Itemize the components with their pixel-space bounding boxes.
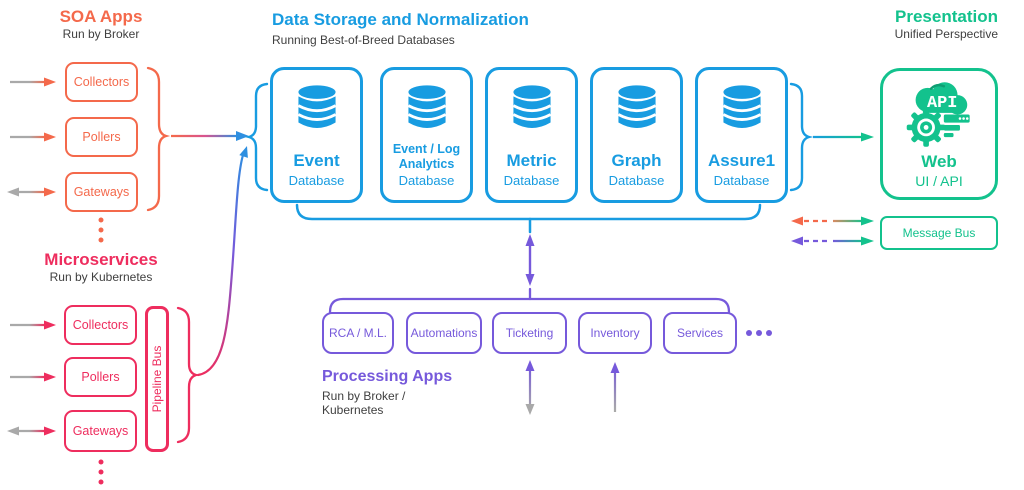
microservices-gateways-box: Gateways [64, 410, 137, 452]
metric-database-type: Database [503, 173, 560, 188]
inventory-arrow [610, 362, 620, 412]
ticketing-label: Ticketing [505, 325, 554, 340]
web-ui-api-box: API [880, 68, 998, 200]
rca-ml-box: RCA / M.L. [322, 312, 394, 354]
storage-title: Data Storage and Normalization [272, 10, 529, 29]
graph-database-name: Graph [611, 151, 662, 171]
assure1-database-box: Assure1 Database [695, 67, 788, 203]
storage-section-header: Data Storage and Normalization Running B… [272, 10, 529, 47]
microservices-collectors-label: Collectors [72, 318, 129, 332]
soa-title: SOA Apps [59, 7, 143, 26]
microservices-section-header: Microservices Run by Kubernetes [25, 250, 177, 284]
event-log-analytics-database-name: Event / Log Analytics [392, 142, 461, 171]
soa-pollers-box: Pollers [65, 117, 138, 157]
event-database-type: Database [288, 173, 345, 188]
storage-left-brace [244, 82, 269, 192]
microservices-title: Microservices [44, 250, 158, 269]
storage-subtitle: Running Best-of-Breed Databases [272, 32, 455, 47]
presentation-title: Presentation [895, 7, 998, 26]
services-box: Services [663, 312, 737, 354]
services-label: Services [676, 325, 723, 340]
microservices-ellipsis-icon [98, 459, 104, 485]
inventory-label: Inventory [590, 325, 640, 340]
soa-collectors-box: Collectors [65, 62, 138, 102]
soa-section-header: SOA Apps Run by Broker [40, 7, 162, 41]
microservices-subtitle: Run by Kubernetes [49, 269, 153, 284]
soa-ellipsis-icon [98, 217, 104, 243]
database-cylinder-icon [722, 85, 761, 128]
event-database-box: Event Database [270, 67, 363, 203]
metric-database-box: Metric Database [485, 67, 578, 203]
api-cloud-gear-icon: API [906, 82, 970, 147]
processing-ellipsis-icon [746, 330, 772, 336]
database-cylinder-icon [512, 85, 551, 128]
ticketing-arrow [525, 360, 535, 415]
database-cylinder-icon [407, 85, 446, 128]
microservices-inbound-arrows [7, 320, 56, 436]
event-database-name: Event [293, 151, 340, 171]
microservices-to-storage-arrow [196, 146, 248, 377]
assure1-database-type: Database [713, 173, 770, 188]
graph-database-type: Database [608, 173, 665, 188]
microservices-bracket [176, 306, 201, 444]
presentation-section-header: Presentation Unified Perspective [820, 7, 998, 41]
assure1-database-name: Assure1 [707, 151, 776, 171]
web-label: Web [921, 152, 957, 171]
automations-box: Automations [406, 312, 482, 354]
soa-collectors-label: Collectors [73, 75, 130, 89]
storage-right-brace [789, 82, 814, 192]
processing-top-bracket [328, 287, 731, 314]
soa-bracket [146, 66, 171, 212]
storage-processing-arrow [525, 234, 535, 286]
soa-to-storage-arrow [171, 131, 249, 141]
processing-title: Processing Apps [322, 368, 453, 385]
message-bus-box: Message Bus [880, 216, 998, 250]
soa-pollers-label: Pollers [82, 130, 121, 144]
automations-label: Automations [410, 325, 478, 340]
presentation-subtitle: Unified Perspective [894, 26, 998, 41]
pipeline-bus-label: Pipeline Bus [150, 345, 164, 413]
database-cylinder-icon [297, 85, 336, 128]
microservices-pollers-box: Pollers [64, 357, 137, 397]
storage-to-web-arrow [813, 132, 874, 142]
storage-bottom-bracket [295, 203, 762, 234]
soa-inbound-arrows [7, 77, 56, 197]
message-bus-arrows [791, 216, 874, 246]
soa-subtitle: Run by Broker [62, 26, 140, 41]
soa-gateways-box: Gateways [65, 172, 138, 212]
ticketing-box: Ticketing [492, 312, 567, 354]
microservices-pollers-label: Pollers [81, 370, 120, 384]
event-log-analytics-database-box: Event / Log Analytics Database [380, 67, 473, 203]
processing-subtitle-line2: Kubernetes [322, 402, 384, 417]
pipeline-bus-box: Pipeline Bus [145, 306, 169, 452]
graph-database-box: Graph Database [590, 67, 683, 203]
web-sublabel: UI / API [915, 173, 963, 189]
api-icon-text: API [927, 94, 958, 113]
processing-subtitle-line1: Run by Broker / [322, 388, 406, 403]
message-bus-label: Message Bus [902, 226, 976, 240]
metric-database-name: Metric [506, 151, 557, 171]
soa-gateways-label: Gateways [73, 185, 130, 199]
microservices-gateways-label: Gateways [72, 424, 129, 438]
rca-ml-label: RCA / M.L. [328, 325, 387, 340]
microservices-collectors-box: Collectors [64, 305, 137, 345]
inventory-box: Inventory [578, 312, 652, 354]
database-cylinder-icon [617, 85, 656, 128]
event-log-analytics-database-type: Database [398, 173, 455, 188]
processing-section-header: Processing Apps Run by Broker / Kubernet… [322, 368, 452, 417]
